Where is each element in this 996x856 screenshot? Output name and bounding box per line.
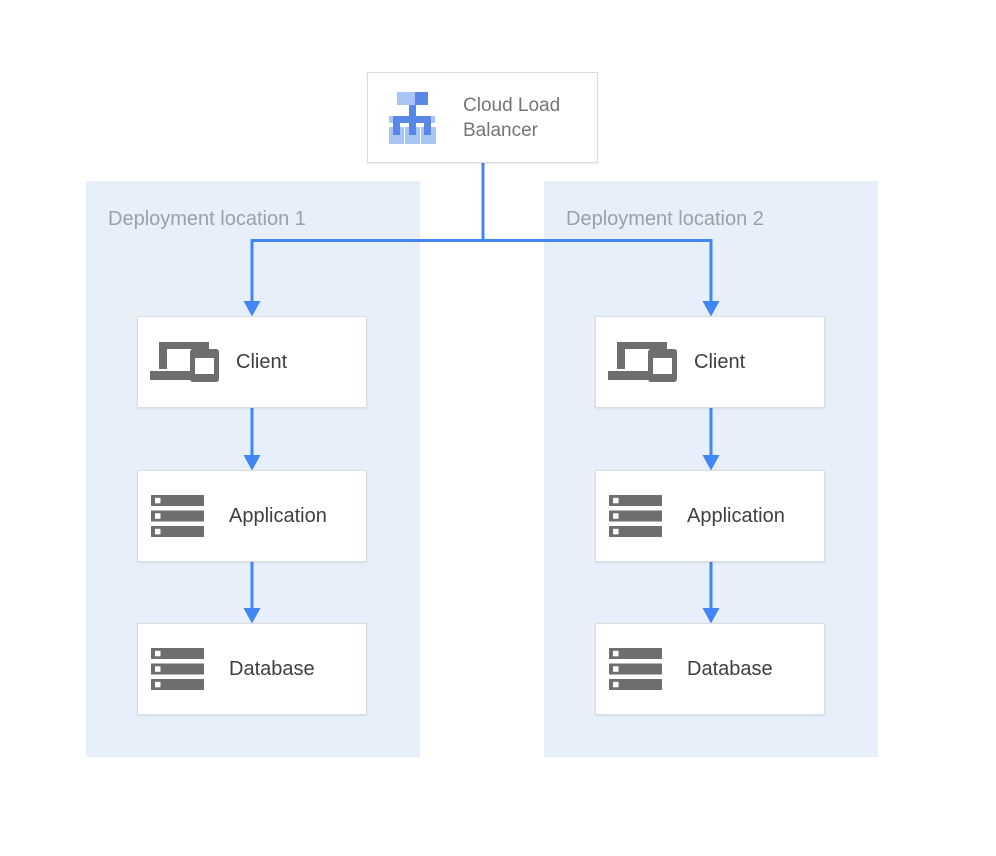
node-client-2: Client xyxy=(595,316,825,408)
region-label: Deployment location 2 xyxy=(566,208,764,230)
server-stack-icon xyxy=(151,648,204,690)
server-stack-icon xyxy=(609,495,662,537)
load-balancer-node: Cloud Load Balancer xyxy=(367,72,598,163)
node-label: Application xyxy=(687,504,785,527)
load-balancer-icon xyxy=(388,91,436,145)
server-stack-icon xyxy=(609,648,662,690)
laptop-phone-icon xyxy=(150,342,219,383)
laptop-phone-icon xyxy=(608,342,677,383)
node-client-1: Client xyxy=(137,316,367,408)
region-label: Deployment location 1 xyxy=(108,208,306,230)
node-label: Database xyxy=(687,657,773,680)
node-application-2: Application xyxy=(595,470,825,562)
node-label: Database xyxy=(229,657,315,680)
node-database-1: Database xyxy=(137,623,367,715)
node-label: Application xyxy=(229,504,327,527)
node-database-2: Database xyxy=(595,623,825,715)
node-label: Client xyxy=(694,350,746,373)
node-application-1: Application xyxy=(137,470,367,562)
load-balancer-label: Cloud Load Balancer xyxy=(463,94,561,141)
server-stack-icon xyxy=(151,495,204,537)
node-label: Client xyxy=(236,350,288,373)
